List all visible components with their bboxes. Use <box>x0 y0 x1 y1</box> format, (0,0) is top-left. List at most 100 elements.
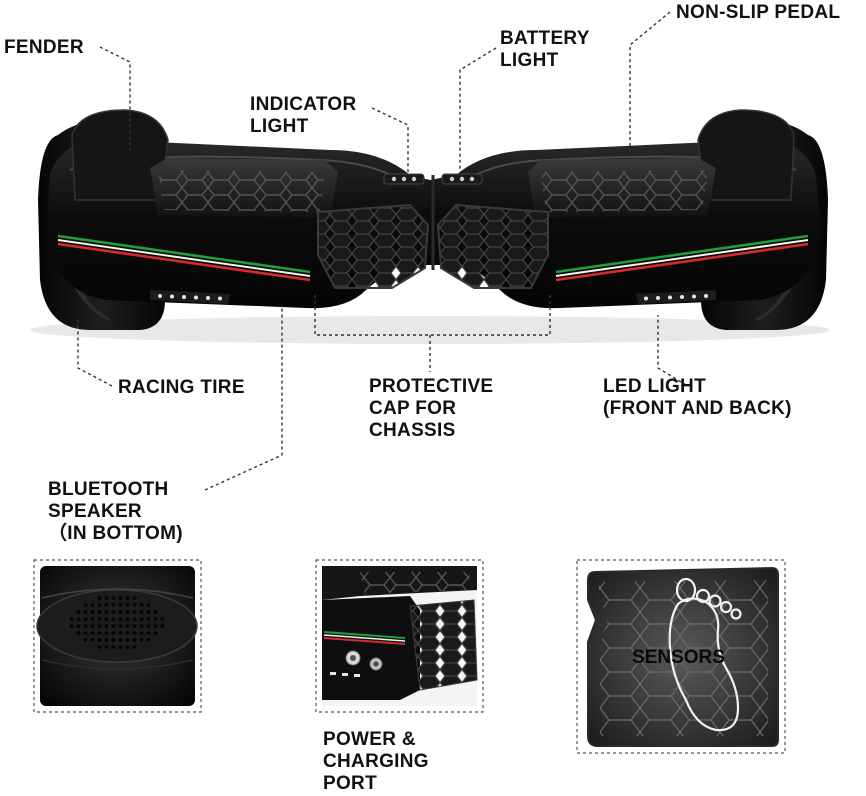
left-pedal <box>150 158 338 218</box>
speaker-hole <box>83 610 88 614</box>
indicator-light-leader <box>371 107 409 175</box>
speaker-hole <box>118 624 123 628</box>
speaker-hole <box>125 596 130 600</box>
speaker-hole <box>118 617 123 621</box>
speaker-hole <box>90 631 95 635</box>
speaker-hole <box>125 645 130 649</box>
speaker-hole <box>146 638 151 642</box>
speaker-hole <box>139 617 144 621</box>
speaker-hole <box>90 624 95 628</box>
protective-cap-leader <box>314 295 551 372</box>
right-stripe <box>555 234 809 282</box>
speaker-hole <box>97 645 102 649</box>
speaker-hole <box>146 610 151 614</box>
speaker-hole <box>125 638 130 642</box>
bluetooth-speaker-leader <box>204 305 283 491</box>
speaker-hole <box>125 603 130 607</box>
bluetooth-speaker-label: BLUETOOTH SPEAKER （IN BOTTOM) <box>48 479 183 544</box>
led-light-label: LED LIGHT (FRONT AND BACK) <box>603 376 792 419</box>
speaker-hole <box>153 617 158 621</box>
speaker-hole <box>97 603 102 607</box>
right-led-strip <box>636 290 716 304</box>
sensors-label: SENSORS <box>632 647 725 668</box>
protective-cap-label: PROTECTIVE CAP FOR CHASSIS <box>369 376 494 441</box>
speaker-hole <box>76 617 81 621</box>
speaker-hole <box>90 603 95 607</box>
speaker-hole <box>132 617 137 621</box>
led-light-leader <box>657 315 687 386</box>
speaker-hole <box>97 617 102 621</box>
speaker-hole <box>139 638 144 642</box>
speaker-hole <box>132 645 137 649</box>
left-fender <box>71 109 169 201</box>
speaker-hole <box>90 617 95 621</box>
non-slip-pedal-label: NON-SLIP PEDAL <box>676 2 841 23</box>
speaker-hole <box>125 610 130 614</box>
speaker-hole <box>104 596 109 600</box>
speaker-hole <box>146 617 151 621</box>
speaker-grille <box>69 596 165 649</box>
speaker-hole <box>118 638 123 642</box>
power-port-inset <box>315 559 484 713</box>
speaker-hole <box>111 603 116 607</box>
speaker-hole <box>139 603 144 607</box>
speaker-hole <box>118 610 123 614</box>
speaker-hole <box>139 610 144 614</box>
speaker-hole <box>90 638 95 642</box>
battery-light-label: BATTERY LIGHT <box>500 28 590 71</box>
speaker-hole <box>83 603 88 607</box>
speaker-hole <box>132 610 137 614</box>
speaker-hole <box>160 617 165 621</box>
speaker-hole <box>153 631 158 635</box>
speaker-hole <box>111 645 116 649</box>
speaker-hole <box>111 638 116 642</box>
racing-tire-leader <box>77 320 113 387</box>
speaker-hole <box>118 603 123 607</box>
speaker-hole <box>104 645 109 649</box>
racing-tire-label: RACING TIRE <box>118 377 245 398</box>
indicator-light-label: INDICATOR LIGHT <box>250 94 357 137</box>
right-pedal <box>528 158 716 218</box>
speaker-hole <box>111 624 116 628</box>
speaker-hole <box>111 596 116 600</box>
speaker-hole <box>90 610 95 614</box>
speaker-hole <box>104 638 109 642</box>
foot-icon <box>668 577 742 732</box>
left-led-strip <box>150 290 230 304</box>
speaker-hole <box>132 624 137 628</box>
speaker-hole <box>125 624 130 628</box>
speaker-hole <box>83 631 88 635</box>
speaker-hole <box>111 610 116 614</box>
speaker-hole <box>83 638 88 642</box>
speaker-hole <box>111 617 116 621</box>
speaker-hole <box>118 596 123 600</box>
power-port-label: POWER & CHARGING PORT <box>323 729 429 794</box>
speaker-hole <box>83 617 88 621</box>
speaker-hole <box>132 603 137 607</box>
speaker-hole <box>111 631 116 635</box>
left-stripe <box>57 234 311 282</box>
speaker-hole <box>97 624 102 628</box>
left-protective-cap <box>317 203 430 289</box>
speaker-hole <box>160 624 165 628</box>
sensors-inset <box>576 559 786 754</box>
speaker-hole <box>125 617 130 621</box>
non-slip-pedal-leader <box>629 11 671 165</box>
fender-label: FENDER <box>4 37 84 58</box>
fender-leader <box>99 46 131 150</box>
speaker-hole <box>146 624 151 628</box>
speaker-hole <box>104 631 109 635</box>
speaker-hole <box>146 603 151 607</box>
speaker-hole <box>139 624 144 628</box>
speaker-hole <box>83 624 88 628</box>
speaker-hole <box>125 631 130 635</box>
speaker-hole <box>146 631 151 635</box>
speaker-hole <box>104 624 109 628</box>
speaker-hole <box>132 596 137 600</box>
speaker-hole <box>153 610 158 614</box>
speaker-hole <box>104 603 109 607</box>
speaker-hole <box>76 610 81 614</box>
speaker-hole <box>132 631 137 635</box>
